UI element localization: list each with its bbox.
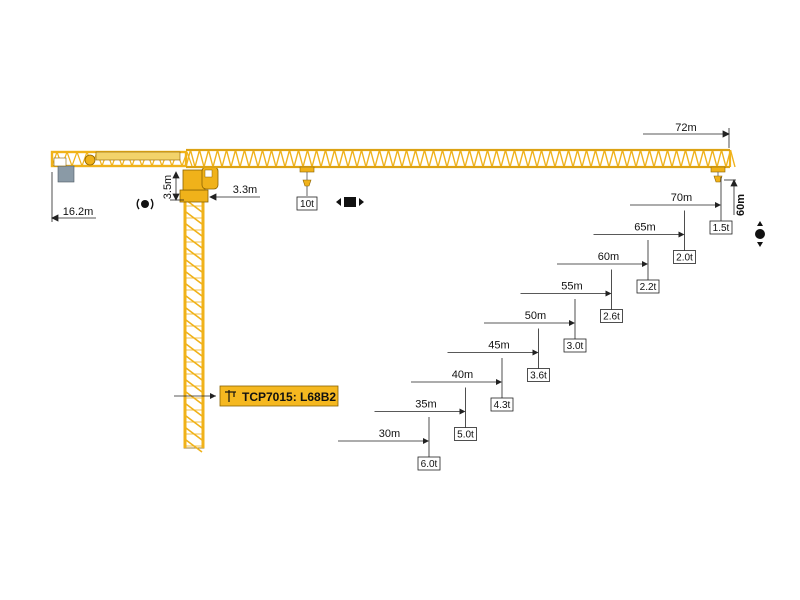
hoisting-icon: [755, 221, 765, 247]
trolley-hook-inner: [299, 166, 315, 196]
radius-label: 50m: [525, 310, 546, 322]
load-box: [490, 397, 514, 412]
load-box: [454, 427, 477, 441]
load-label: 2.6t: [603, 312, 620, 323]
trolley-travel-icon: [336, 197, 364, 207]
radius-label: 55m: [561, 281, 582, 293]
max-load-box: [296, 196, 318, 211]
load-step: 55m 2.6t: [520, 269, 623, 323]
radius-arrowhead: [532, 349, 539, 356]
radius-arrowhead: [715, 202, 721, 208]
trolley-hook-tip: [710, 166, 726, 183]
load-box: [563, 338, 587, 353]
radius-arrowhead: [459, 408, 466, 415]
radius-label: 65m: [634, 222, 655, 234]
load-box: [600, 309, 623, 323]
main-jib: [185, 148, 736, 169]
radius-arrowhead: [678, 231, 685, 238]
radius-label: 60m: [598, 251, 619, 263]
radius-label: 45m: [488, 340, 509, 352]
tower-mast: [183, 199, 205, 453]
radius-arrowhead: [496, 379, 502, 385]
model-code: TCP7015: L68B2: [242, 390, 336, 404]
tower-crane-icon: [225, 390, 236, 402]
load-step: 30m 6.0t: [338, 417, 441, 471]
slewing-icon: [136, 198, 154, 210]
counter-jib-label: 16.2m: [63, 206, 94, 218]
load-step: 50m 3.0t: [484, 299, 587, 353]
slewing-unit: [179, 166, 219, 203]
offset-label: 3.3m: [233, 184, 257, 196]
radius-label: 35m: [415, 399, 436, 411]
dimension-offset: [209, 193, 260, 201]
max-load-label: 10t: [300, 199, 314, 210]
counter-jib: [50, 150, 193, 183]
radius-arrowhead: [569, 320, 575, 326]
load-step: 45m 3.6t: [447, 328, 550, 382]
load-box: [673, 250, 696, 264]
radius-arrowhead: [605, 290, 612, 297]
radius-arrowhead: [423, 438, 429, 444]
load-box: [527, 368, 550, 382]
radius-label: 40m: [452, 369, 473, 381]
load-label: 1.5t: [713, 223, 730, 234]
radius-label: 30m: [379, 428, 400, 440]
dimension-counter-jib: [51, 172, 96, 222]
max-jib-label: 72m: [675, 122, 696, 134]
load-label: 5.0t: [457, 430, 474, 441]
load-label: 2.2t: [640, 282, 657, 293]
load-box: [636, 279, 660, 294]
top-height-label: 3.5m: [162, 175, 174, 199]
dimension-top-height: [170, 171, 184, 201]
counterweight: [57, 165, 75, 183]
dimension-max-jib: [643, 128, 730, 148]
load-step: 35m 5.0t: [374, 387, 477, 441]
dimension-hook-height: [724, 179, 738, 215]
radius-label: 70m: [671, 192, 692, 204]
load-label: 2.0t: [676, 253, 693, 264]
load-step: 40m 4.3t: [411, 358, 514, 412]
load-label: 3.6t: [530, 371, 547, 382]
hook-height-label: 60m: [735, 194, 747, 216]
hoist-winch: [84, 154, 96, 166]
load-box: [417, 456, 441, 471]
load-label: 6.0t: [421, 459, 438, 470]
load-box: [709, 220, 733, 235]
load-label: 3.0t: [567, 341, 584, 352]
model-label: TCP7015: L68B2: [174, 385, 339, 407]
load-chart: 30m 6.0t 35m 5.0t 40m 4.3t 45m 3.6t 50m 3.0t 55m 2.…: [338, 177, 733, 471]
load-label: 4.3t: [494, 400, 511, 411]
load-step: 60m 2.2t: [557, 240, 660, 294]
load-step: 65m 2.0t: [593, 210, 696, 264]
walkway: [95, 151, 181, 161]
radius-arrowhead: [642, 261, 648, 267]
load-step: 70m 1.5t: [630, 177, 733, 235]
